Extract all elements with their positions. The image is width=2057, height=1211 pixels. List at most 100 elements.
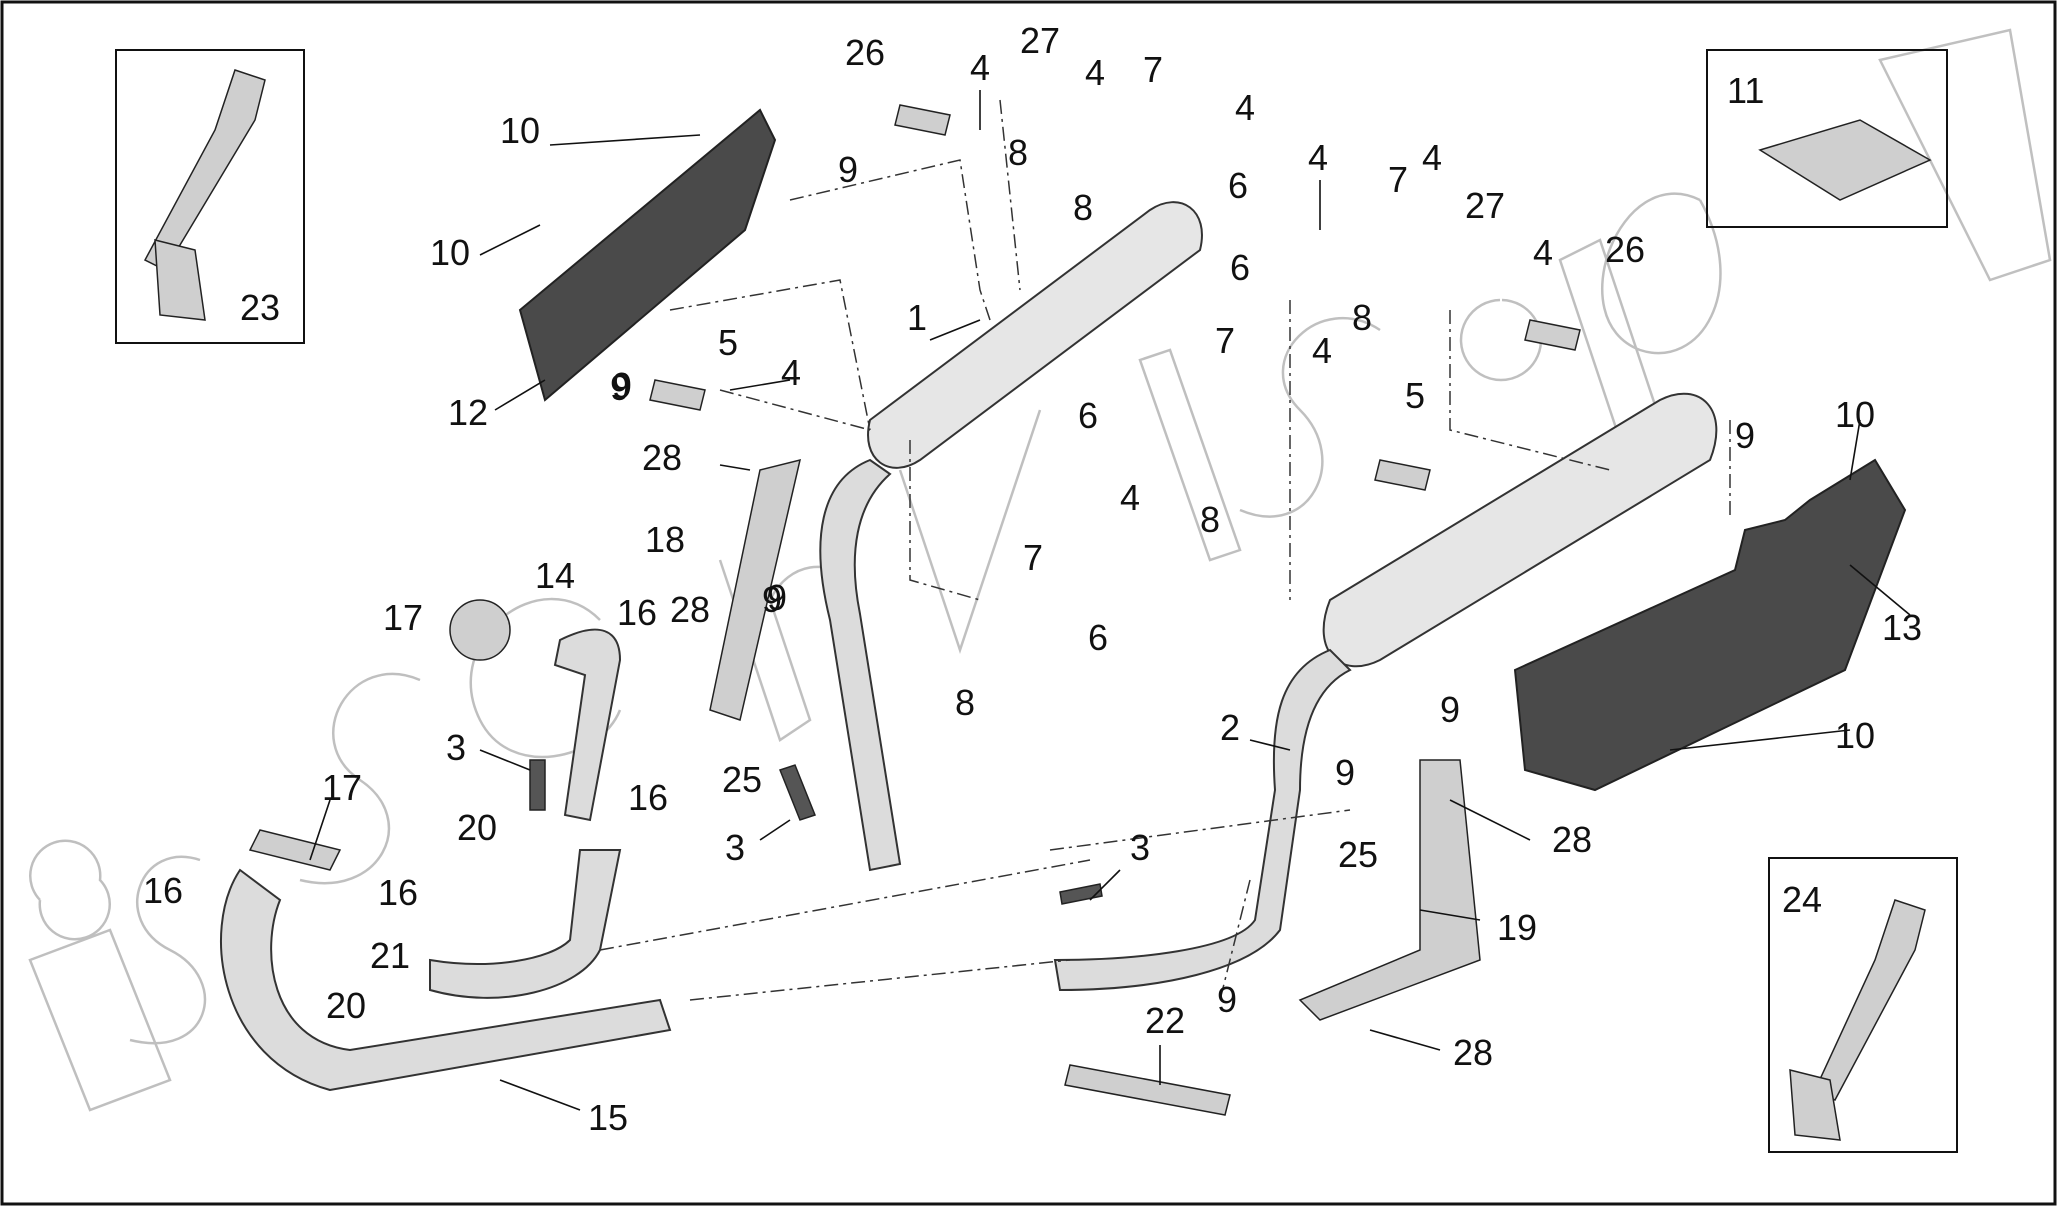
callout-6a: 6 <box>1228 165 1248 206</box>
callout-8e: 8 <box>1008 132 1028 173</box>
link-pipe-left <box>819 458 902 872</box>
callout-9i: 9 <box>612 365 632 406</box>
callout-4a: 4 <box>970 47 990 88</box>
callout-25a: 25 <box>722 759 762 800</box>
callout-28b: 28 <box>670 589 710 630</box>
callout-4h: 4 <box>1312 330 1332 371</box>
heat-shield-12 <box>518 108 777 402</box>
heat-shield-13 <box>1513 458 1907 792</box>
callout-5b: 5 <box>1405 375 1425 416</box>
bracket-24-foot <box>1789 1069 1841 1141</box>
guard-18 <box>709 458 802 721</box>
callout-24: 24 <box>1782 879 1822 920</box>
callout-6c: 6 <box>1078 395 1098 436</box>
callout-9b: 9 <box>610 367 630 408</box>
callout-16a: 16 <box>617 592 657 633</box>
callout-9c: 9 <box>767 577 787 618</box>
callout-3: 3 <box>446 727 466 768</box>
gasket-17b <box>248 829 342 871</box>
callout-28a: 28 <box>642 437 682 478</box>
callout-7d: 7 <box>1023 537 1043 578</box>
oxygen-sensor-22 <box>1064 1064 1231 1116</box>
callout-4g: 4 <box>781 352 801 393</box>
silencer-left-1 <box>867 201 1203 469</box>
callout-14: 14 <box>535 555 575 596</box>
callout-16c: 16 <box>143 870 183 911</box>
guard-19 <box>1298 759 1481 1021</box>
clip-11 <box>1758 119 1932 201</box>
callout-19: 19 <box>1497 907 1537 948</box>
callout-4f: 4 <box>1533 232 1553 273</box>
spring-3c <box>1059 883 1103 905</box>
spring-3b <box>779 764 816 821</box>
callout-17b: 17 <box>322 767 362 808</box>
bracket-24 <box>1814 899 1926 1101</box>
callout-6b: 6 <box>1230 247 1250 288</box>
callout-26b: 26 <box>1605 229 1645 270</box>
callout-8c: 8 <box>1200 499 1220 540</box>
callout-21: 21 <box>370 935 410 976</box>
callout-10d: 10 <box>1835 715 1875 756</box>
callout-12: 12 <box>448 392 488 433</box>
callout-28c: 28 <box>1552 819 1592 860</box>
callout-4i: 4 <box>1120 477 1140 518</box>
spring-3 <box>529 759 546 811</box>
callout-28d: 28 <box>1453 1032 1493 1073</box>
header-pipe-15-upper <box>429 849 622 999</box>
inset-box-24 <box>1768 857 1958 1153</box>
callout-18: 18 <box>645 519 685 560</box>
bolt-26b <box>1524 319 1581 351</box>
callout-10c: 10 <box>1835 394 1875 435</box>
callout-3c: 3 <box>1130 827 1150 868</box>
callout-16d: 16 <box>378 872 418 913</box>
callout-2: 2 <box>1220 707 1240 748</box>
callout-23: 23 <box>240 287 280 328</box>
callout-7b: 7 <box>1388 159 1408 200</box>
callout-20b: 20 <box>326 985 366 1026</box>
callout-20a: 20 <box>457 807 497 848</box>
callout-17a: 17 <box>383 597 423 638</box>
bolt-26 <box>894 104 951 136</box>
callout-7c: 7 <box>1215 320 1235 361</box>
callout-9d: 9 <box>1735 415 1755 456</box>
callout-16b: 16 <box>628 777 668 818</box>
callout-9e: 9 <box>1440 689 1460 730</box>
callout-7a: 7 <box>1143 49 1163 90</box>
callout-5: 5 <box>718 322 738 363</box>
callout-8a: 8 <box>1073 187 1093 228</box>
callout-9a: 9 <box>838 149 858 190</box>
silencer-right <box>1322 392 1718 668</box>
inset-box-11 <box>1706 49 1948 228</box>
bracket-23-foot <box>154 239 206 321</box>
callout-22: 22 <box>1145 1000 1185 1041</box>
header-pipe-15 <box>220 868 672 1092</box>
bolt-5b <box>1374 459 1431 491</box>
callout-13: 13 <box>1882 607 1922 648</box>
bolt-5 <box>649 379 706 411</box>
callout-10a: 10 <box>500 110 540 151</box>
callout-9g: 9 <box>1217 979 1237 1020</box>
callout-6d: 6 <box>1088 617 1108 658</box>
callout-labels: 1 2 3 3 3 4 4 4 4 4 4 4 4 4 5 5 6 6 6 6 … <box>143 20 1922 1138</box>
leader-lines <box>309 90 1911 1111</box>
callout-25b: 25 <box>1338 834 1378 875</box>
callout-4b: 4 <box>1085 52 1105 93</box>
callout-27a: 27 <box>1020 20 1060 61</box>
callout-3b: 3 <box>725 827 745 868</box>
callout-10b: 10 <box>430 232 470 273</box>
callout-27b: 27 <box>1465 185 1505 226</box>
callout-9h: 9 <box>762 579 782 620</box>
assembly-lines <box>599 99 1731 1001</box>
callout-8b: 8 <box>1352 297 1372 338</box>
inset-box-23 <box>115 49 305 344</box>
link-pipe-right-2 <box>1053 648 1352 992</box>
callout-4c: 4 <box>1235 87 1255 128</box>
callout-26a: 26 <box>845 32 885 73</box>
callout-1: 1 <box>907 297 927 338</box>
callout-9f: 9 <box>1335 752 1355 793</box>
callout-4d: 4 <box>1308 137 1328 178</box>
gasket-17 <box>449 599 511 661</box>
callout-4e: 4 <box>1422 137 1442 178</box>
